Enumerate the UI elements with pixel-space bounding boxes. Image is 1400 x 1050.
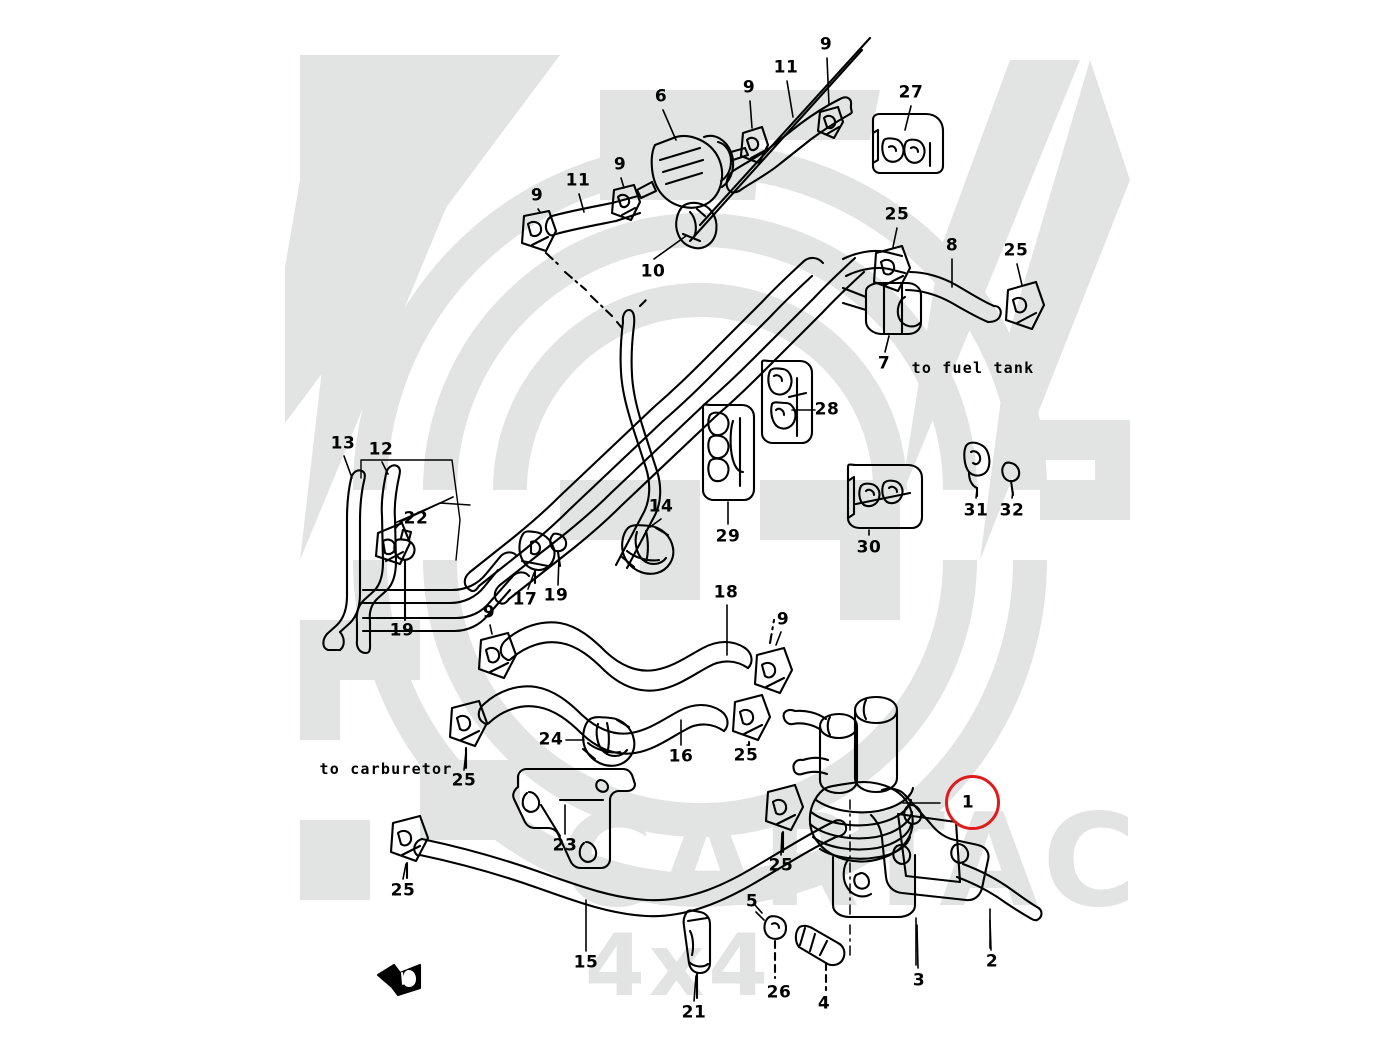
part-number-label: 31 — [963, 500, 989, 521]
part-number-label: 22 — [403, 508, 429, 529]
part-number-label: 25 — [390, 880, 416, 901]
part-number-label: 16 — [668, 746, 694, 767]
svg-text:4x4: 4x4 — [585, 916, 772, 1016]
part-number-label: 15 — [573, 952, 599, 973]
part-number-label: 6 — [654, 86, 668, 107]
part-number-label: 21 — [681, 1002, 707, 1023]
part-number-label: 29 — [715, 526, 741, 547]
part-number-label: 19 — [389, 620, 415, 641]
part-number-label: 12 — [368, 439, 394, 460]
part-number-label: 4 — [817, 993, 831, 1014]
part-number-label: 25 — [1003, 240, 1029, 261]
part-number-label: 9 — [742, 77, 756, 98]
part-number-label: 26 — [766, 982, 792, 1003]
part-number-label: 25 — [451, 770, 477, 791]
part-number-label: 13 — [330, 433, 356, 454]
part-number-label: 9 — [482, 602, 496, 623]
part-number-label: 30 — [856, 537, 882, 558]
part-number-label: 24 — [538, 729, 564, 750]
part-number-label: 7 — [877, 353, 891, 374]
highlight-ring-part-1 — [945, 775, 1000, 830]
part-number-label: 11 — [773, 57, 799, 78]
part-number-label: 2 — [985, 951, 999, 972]
part-number-label: 10 — [640, 261, 666, 282]
part-number-label: 19 — [543, 585, 569, 606]
part-number-label: 11 — [565, 170, 591, 191]
part-number-label: 25 — [768, 855, 794, 876]
part-number-label: 8 — [945, 235, 959, 256]
part-number-label: 32 — [999, 500, 1025, 521]
part-number-label: 5 — [745, 891, 759, 912]
part-number-label: 25 — [733, 745, 759, 766]
part-number-label: 28 — [814, 399, 840, 420]
routing-note-label: to carburetor — [319, 760, 453, 778]
part-number-label: 14 — [648, 496, 674, 517]
part-number-label: 3 — [912, 970, 926, 991]
part-number-label: 9 — [776, 609, 790, 630]
part-number-label: 9 — [819, 34, 833, 55]
part-number-label: 25 — [884, 204, 910, 225]
part-number-label: 9 — [530, 185, 544, 206]
part-number-label: 23 — [552, 835, 578, 856]
part-number-label: 27 — [898, 82, 924, 103]
routing-note-label: to fuel tank — [911, 359, 1035, 377]
part-number-label: 17 — [512, 589, 538, 610]
part-number-label: 9 — [613, 154, 627, 175]
part-number-label: 18 — [713, 582, 739, 603]
